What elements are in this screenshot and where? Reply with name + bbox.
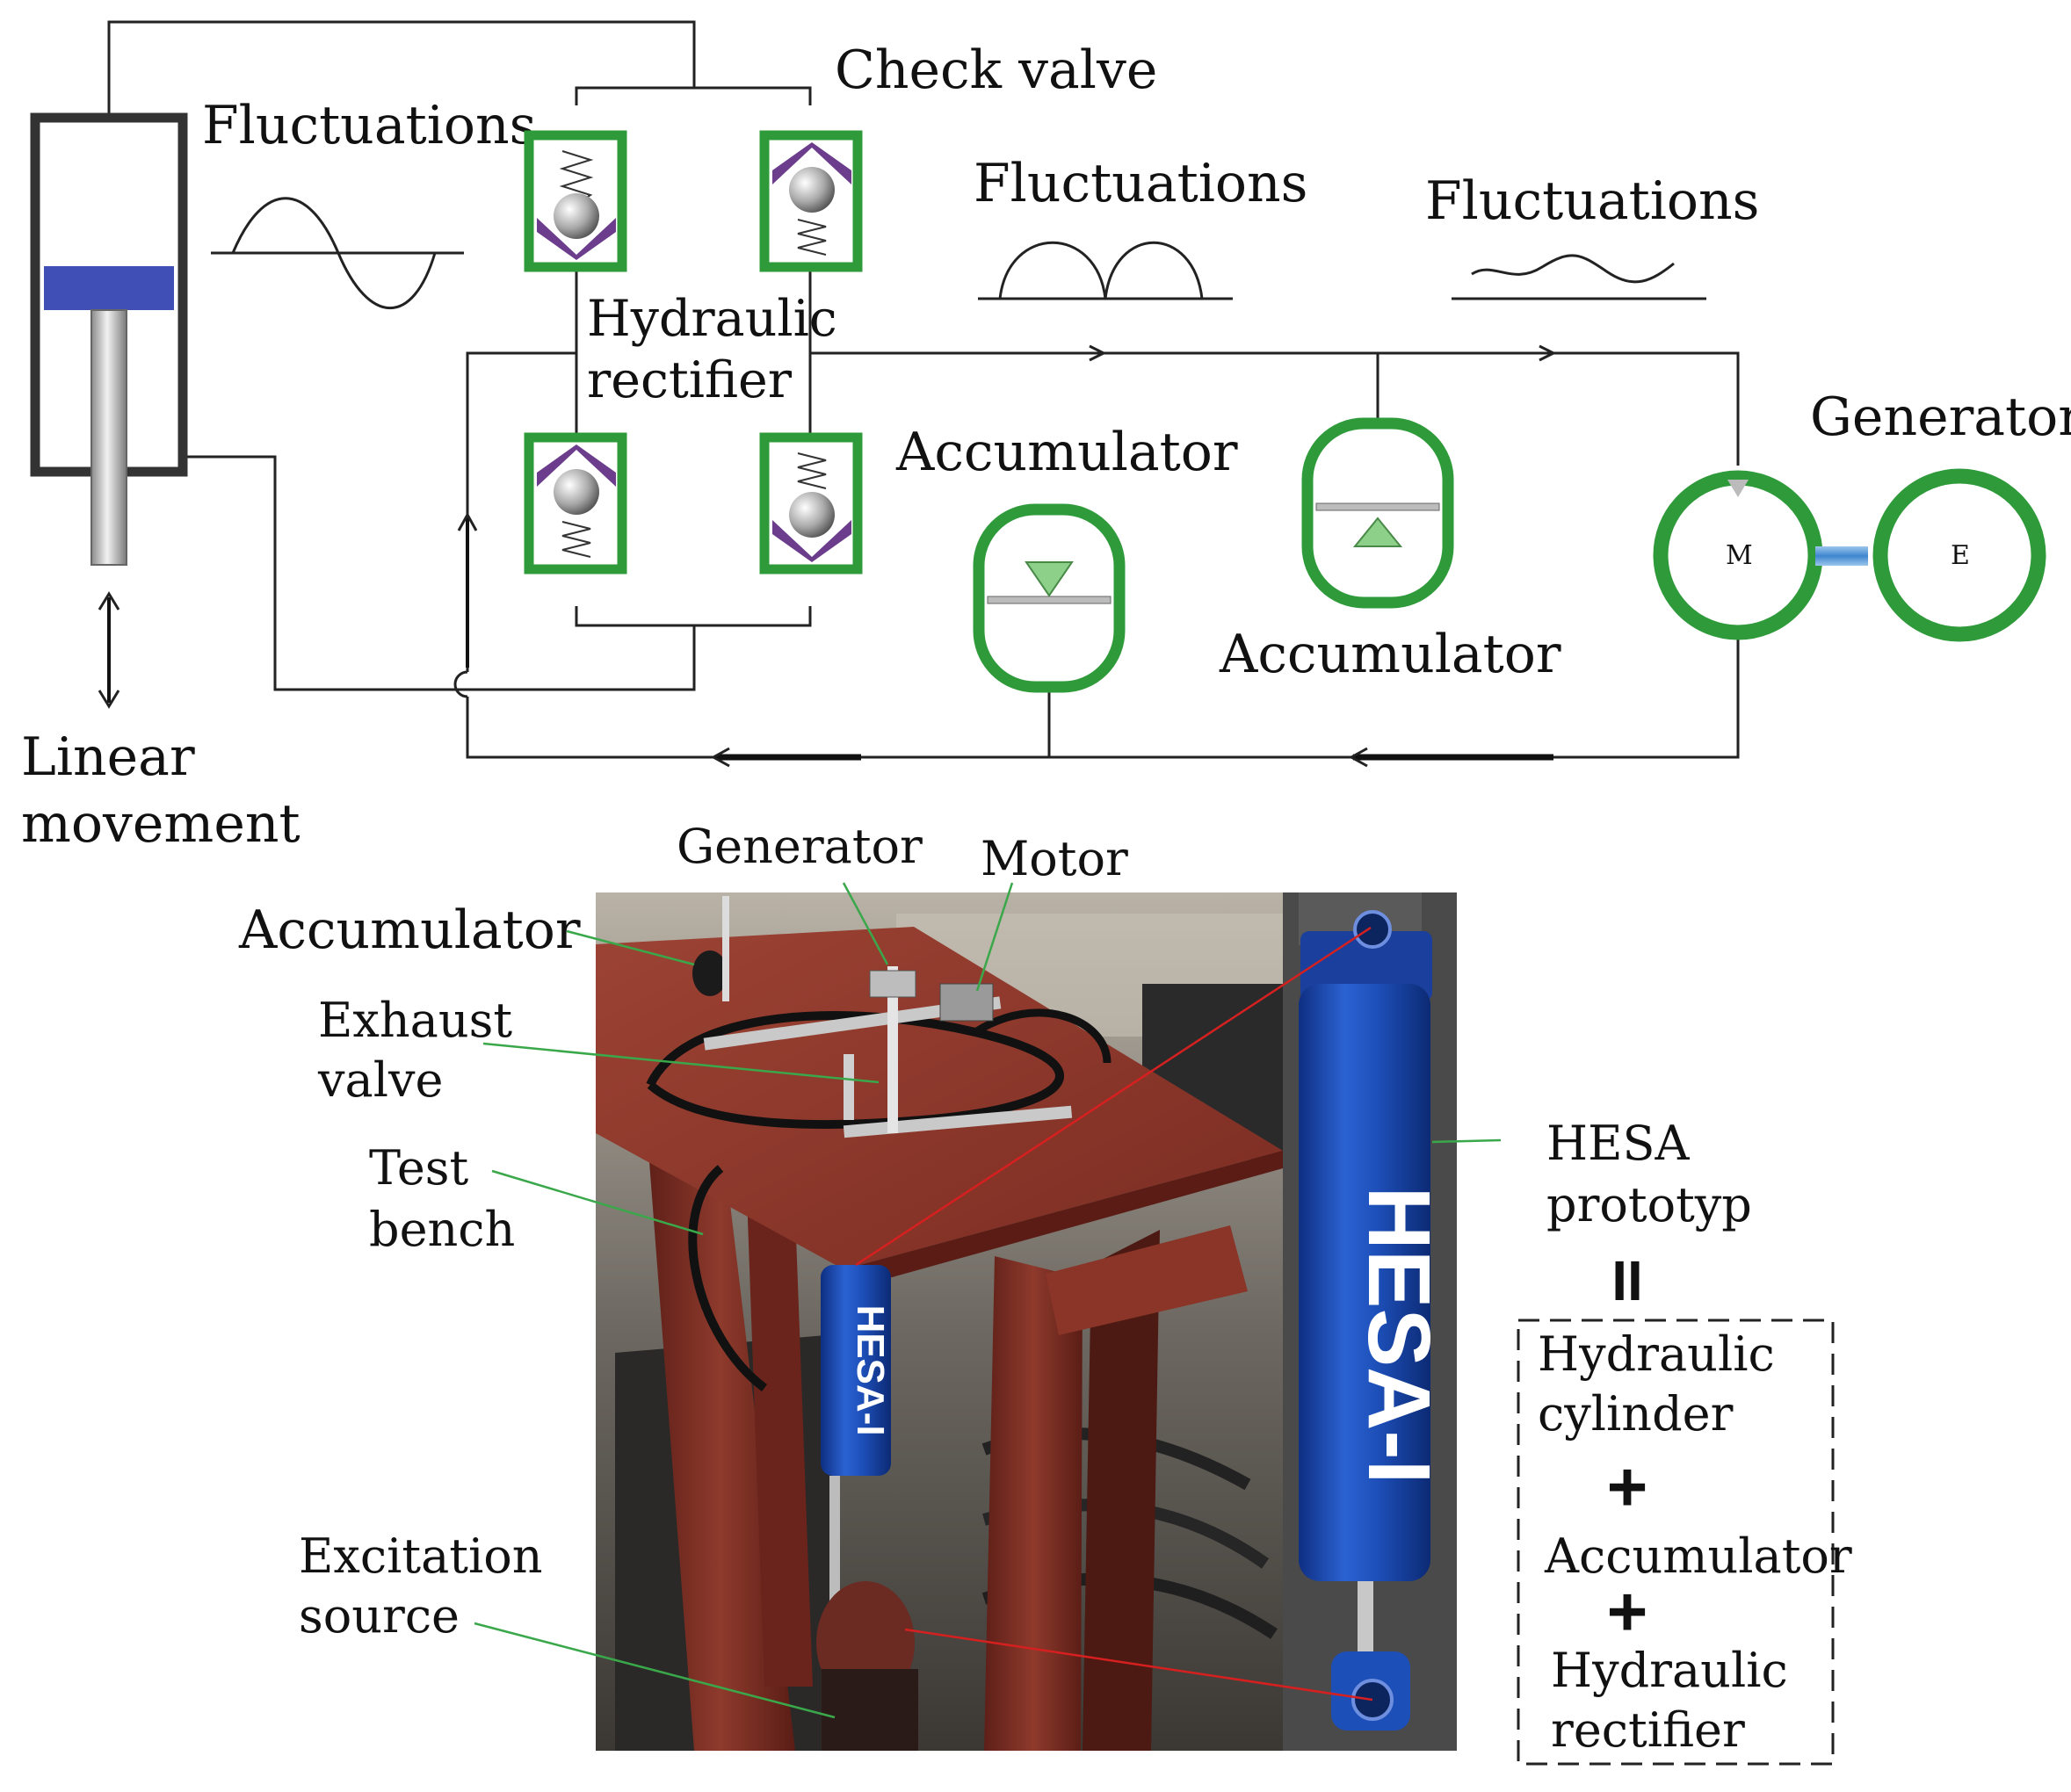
electric-letter: E	[1951, 540, 1970, 571]
waveform-sine	[211, 197, 464, 310]
photo-label-excitation-source: Excitation	[299, 1528, 543, 1584]
check-valve-top-left	[524, 130, 627, 272]
hesa-composition: II Hydraulic cylinder + Accumulator + Hy…	[1517, 1249, 1852, 1766]
small-cylinder-text: HESA-I	[849, 1304, 892, 1435]
linear-movement-arrow	[98, 591, 120, 709]
hydraulic-cylinder	[30, 112, 188, 566]
equals-sign: II	[1611, 1249, 1643, 1312]
test-bench-photo: HESA-I HESA-I	[596, 892, 1457, 1751]
waveform-smoothed	[1452, 254, 1706, 300]
photo-label-accumulator: Accumulator	[238, 900, 581, 961]
plus-sign-2: +	[1607, 1572, 1648, 1651]
fluctuations-input-label: Fluctuations	[202, 95, 536, 156]
motor-letter: M	[1726, 540, 1753, 571]
accumulator-right	[1301, 417, 1454, 609]
generator-label: Generator	[1810, 387, 2071, 448]
photo-label-test-bench-line2: bench	[369, 1202, 515, 1257]
check-valve-top-right	[759, 130, 863, 272]
motor-generator	[1653, 468, 2046, 642]
large-cylinder-text: HESA-I	[1350, 1187, 1448, 1485]
check-valve-bottom-right	[759, 432, 863, 574]
rectifier-label: Hydraulic	[587, 290, 837, 348]
photo-leader-lines	[474, 882, 1502, 1719]
fluctuations-rectified-label: Fluctuations	[974, 153, 1307, 214]
accumulator-left-label: Accumulator	[895, 422, 1238, 483]
hydraulic-lines	[107, 20, 1740, 759]
fluctuations-smoothed-label: Fluctuations	[1425, 170, 1759, 232]
photo-label-exhaust-valve-line2: valve	[317, 1052, 443, 1108]
composition-item-rectifier-line2: rectifier	[1551, 1702, 1745, 1758]
photo-label-hesa-prototype: HESA	[1546, 1116, 1691, 1171]
composition-item-cylinder: Hydraulic	[1538, 1326, 1775, 1382]
photo-label-test-bench: Test	[369, 1140, 468, 1196]
photo-label-hesa-prototype-line2: prototyp	[1546, 1177, 1752, 1232]
composition-item-cylinder-line2: cylinder	[1538, 1386, 1734, 1442]
photo-label-exhaust-valve: Exhaust	[318, 993, 512, 1048]
photo-labels: Accumulator Generator Motor Exhaust valv…	[238, 819, 1752, 1644]
photo-label-generator: Generator	[677, 819, 923, 874]
check-valve-label: Check valve	[835, 40, 1157, 101]
accumulator-left	[973, 503, 1126, 693]
photo-label-excitation-source-line2: source	[299, 1588, 460, 1644]
check-valve-bottom-left	[524, 432, 627, 574]
photo-label-motor: Motor	[981, 831, 1128, 886]
flow-arrows	[457, 344, 1557, 768]
composition-item-rectifier: Hydraulic	[1551, 1643, 1788, 1698]
rectifier-label-line2: rectifier	[587, 351, 793, 409]
plus-sign: +	[1607, 1448, 1648, 1526]
accumulator-right-label: Accumulator	[1219, 624, 1561, 685]
composition-item-accumulator: Accumulator	[1544, 1528, 1852, 1584]
linear-movement-label-line2: movement	[21, 793, 301, 855]
schematic: Linear movement Fluctuations Fluctuation…	[21, 20, 2071, 855]
linear-movement-label: Linear	[21, 726, 195, 788]
waveform-rectified	[978, 241, 1233, 300]
